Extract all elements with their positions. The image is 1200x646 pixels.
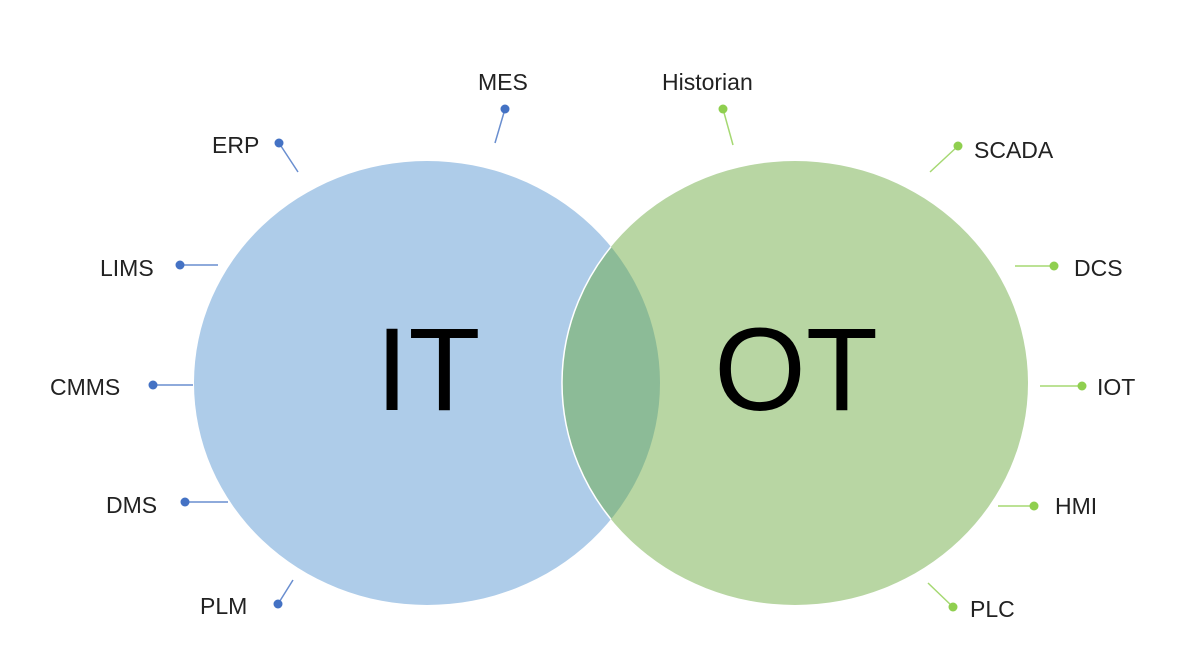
ot-callout-dot-plc: [948, 602, 958, 612]
ot-leader-line-plc: [927, 582, 954, 608]
ot-callout-dot-dcs: [1049, 261, 1059, 271]
ot-leader-line-scada: [929, 145, 959, 173]
it-leader-line-plm: [277, 579, 294, 605]
it-callout-dot-erp: [274, 138, 284, 148]
it-label-mes: MES: [478, 69, 528, 95]
it-callout-dot-lims: [175, 260, 185, 270]
it-callout-dot-cmms: [148, 380, 158, 390]
ot-label-historian: Historian: [662, 69, 753, 95]
ot-leader-line-historian: [722, 108, 734, 146]
ot-callout-dot-hmi: [1029, 501, 1039, 511]
it-callout-dot-mes: [500, 104, 510, 114]
overlap-region: [561, 161, 660, 605]
it-callout-dot-dms: [180, 497, 190, 507]
ot-label-dcs: DCS: [1074, 255, 1123, 281]
it-label-lims: LIMS: [100, 255, 154, 281]
ot-label-scada: SCADA: [974, 137, 1054, 163]
it-label-plm: PLM: [200, 593, 247, 619]
ot-circle: [562, 161, 1028, 605]
ot-label-iot: IOT: [1097, 374, 1135, 400]
it-title: IT: [376, 304, 481, 436]
it-label-cmms: CMMS: [50, 374, 120, 400]
it-leader-line-mes: [494, 108, 506, 144]
ot-title: OT: [714, 304, 878, 436]
ot-label-plc: PLC: [970, 596, 1015, 622]
ot-label-hmi: HMI: [1055, 493, 1097, 519]
it-callout-dot-plm: [273, 599, 283, 609]
it-label-dms: DMS: [106, 492, 157, 518]
it-circle: [194, 161, 660, 605]
ot-callout-dot-historian: [718, 104, 728, 114]
it-leader-line-erp: [278, 142, 299, 173]
ot-callout-dot-scada: [953, 141, 963, 151]
ot-callout-dot-iot: [1077, 381, 1087, 391]
it-label-erp: ERP: [212, 132, 259, 158]
